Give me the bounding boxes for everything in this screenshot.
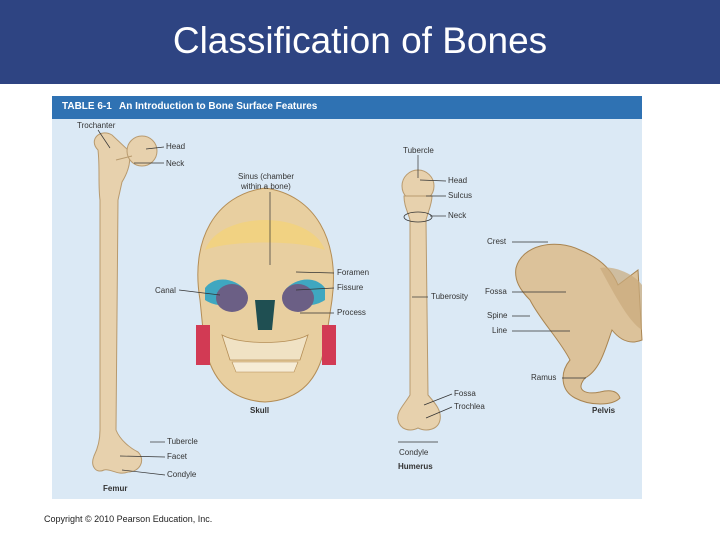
label-humerus-tubercle: Tubercle: [403, 146, 434, 155]
label-facet: Facet: [167, 452, 188, 461]
label-condyle: Condyle: [167, 470, 197, 479]
label-femur-head: Head: [166, 142, 186, 151]
label-femur-neck: Neck: [166, 159, 185, 168]
label-ramus: Ramus: [531, 373, 557, 382]
label-trochanter: Trochanter: [77, 121, 116, 130]
label-line: Line: [492, 326, 508, 335]
label-tuberosity: Tuberosity: [431, 292, 469, 301]
label-humerus-condyle: Condyle: [399, 448, 429, 457]
label-skull: Skull: [250, 406, 270, 415]
label-pelvis: Pelvis: [592, 406, 616, 415]
label-sinus-line2: within a bone): [241, 182, 291, 191]
label-humerus-head: Head: [448, 176, 468, 185]
label-humerus-fossa: Fossa: [454, 389, 476, 398]
copyright-notice: Copyright © 2010 Pearson Education, Inc.: [44, 514, 213, 524]
label-pelvis-fossa: Fossa: [485, 287, 507, 296]
label-humerus-neck: Neck: [448, 211, 467, 220]
label-process: Process: [337, 308, 366, 317]
label-canal: Canal: [155, 286, 176, 295]
slide-title: Classification of Bones: [172, 20, 548, 61]
label-crest: Crest: [487, 237, 507, 246]
title-bar: [0, 0, 720, 84]
label-sinus-line1: Sinus (chamber: [238, 172, 295, 181]
label-foramen: Foramen: [337, 268, 370, 277]
label-fissure: Fissure: [337, 283, 364, 292]
leader-lines: [97, 129, 586, 476]
label-trochlea: Trochlea: [454, 402, 485, 411]
label-spine: Spine: [487, 311, 508, 320]
label-femur-tubercle: Tubercle: [167, 437, 198, 446]
label-femur: Femur: [103, 484, 128, 493]
table-header: [52, 96, 642, 119]
label-humerus: Humerus: [398, 462, 433, 471]
label-sulcus: Sulcus: [448, 191, 473, 200]
skull-illustration: [196, 187, 336, 403]
pelvis-illustration: [515, 243, 643, 405]
table-title: An Introduction to Bone Surface Features: [119, 101, 318, 112]
table-id: TABLE 6-1: [62, 101, 112, 112]
femur-illustration: [92, 132, 158, 474]
